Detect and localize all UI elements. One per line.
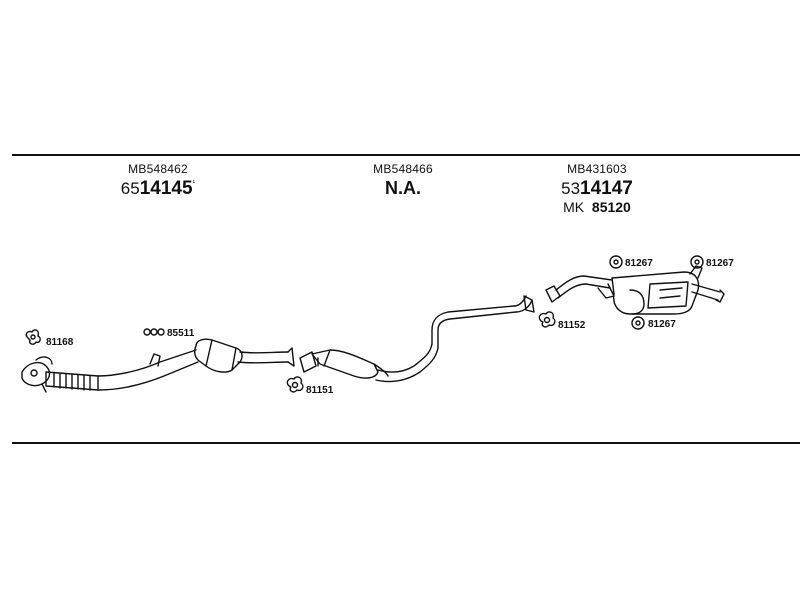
- alt-part-main: 85120: [591, 199, 631, 215]
- callout-gasket-rear: 81152: [558, 320, 586, 331]
- rubber-mount-icon: [690, 255, 704, 269]
- alt-part-number: MK 85120: [561, 200, 633, 214]
- top-divider: [12, 154, 800, 156]
- callout-rubber-mount-3: 81267: [648, 319, 676, 330]
- gasket-icon: [538, 311, 556, 328]
- callout-clamp-front: 85511: [167, 328, 195, 339]
- part-number-main: 14145: [139, 178, 193, 199]
- oe-number: MB548466: [373, 162, 433, 176]
- gasket-icon: [286, 376, 304, 393]
- rubber-mount-icon: [631, 316, 645, 330]
- gasket-icon: [25, 329, 41, 345]
- callout-rubber-mount-2: 81267: [706, 258, 734, 269]
- oe-number: MB431603: [567, 162, 627, 176]
- part-header-rear-silencer: MB431603 5314147 MK 85120: [561, 163, 633, 214]
- part-number-prefix: 65: [120, 179, 140, 198]
- oe-number: MB548462: [128, 162, 188, 176]
- bottom-divider: [12, 442, 800, 444]
- middle-silencer-drawing: [299, 295, 535, 383]
- callout-rubber-mount-1: 81267: [625, 258, 653, 269]
- part-header-front-pipe: MB548462 6514145¹: [121, 163, 195, 198]
- not-available-label: N.A.: [385, 178, 421, 198]
- clamp-icon: [143, 328, 165, 336]
- part-number-main: 14147: [580, 178, 633, 199]
- callout-gasket-front: 81168: [46, 337, 74, 348]
- rubber-mount-icon: [609, 255, 623, 269]
- callout-gasket-mid: 81151: [306, 385, 334, 396]
- part-header-middle-silencer: MB548466 N.A.: [373, 163, 433, 197]
- part-number-footnote: ¹: [192, 178, 196, 187]
- rear-silencer-drawing: [545, 265, 725, 315]
- part-number-prefix: 53: [561, 179, 581, 198]
- part-number: 5314147: [561, 179, 633, 198]
- front-pipe-drawing: [21, 338, 295, 393]
- alt-part-prefix: MK: [563, 199, 585, 215]
- part-number: 6514145¹: [120, 178, 196, 199]
